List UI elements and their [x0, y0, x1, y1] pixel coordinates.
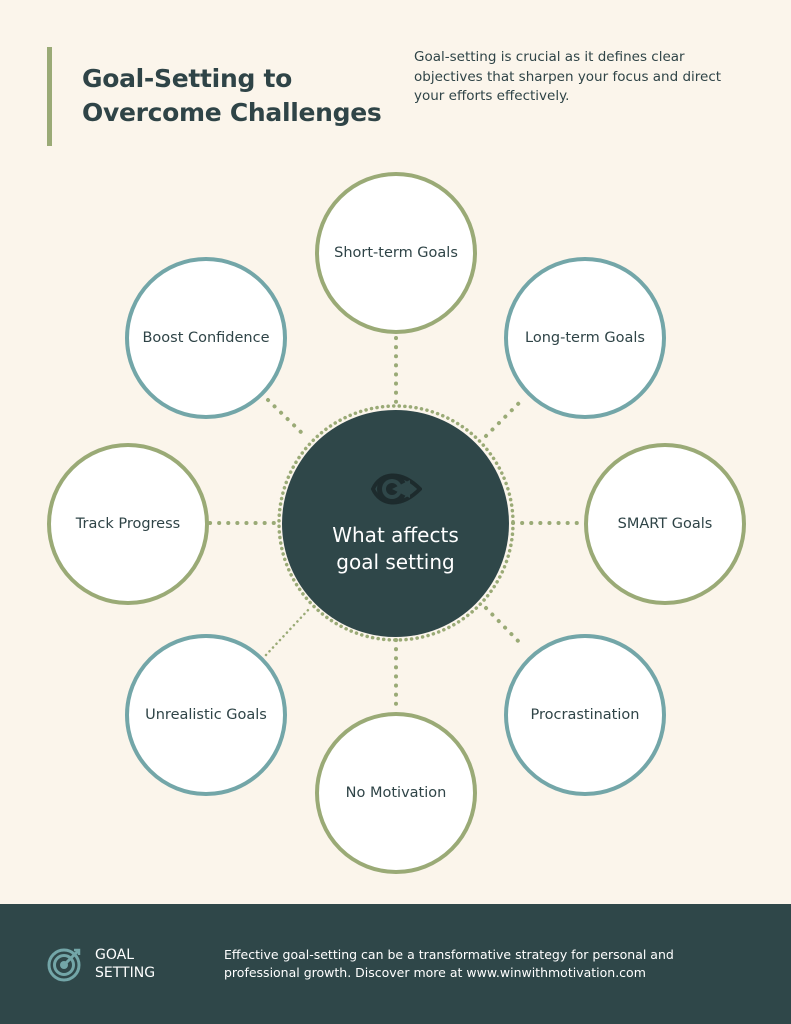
brand-line-2: SETTING	[95, 965, 156, 981]
node-smart-goals: SMART Goals	[584, 443, 746, 605]
connector-lines	[208, 336, 584, 712]
page-title: Goal-Setting to Overcome Challenges	[82, 62, 412, 130]
node-procrastination: Procrastination	[504, 634, 666, 796]
node-label: SMART Goals	[617, 516, 713, 532]
title-line-1: Goal-Setting to	[82, 64, 292, 93]
connector-top-right	[484, 398, 524, 438]
connector-bottom-left	[264, 606, 312, 657]
node-label: Long-term Goals	[525, 330, 645, 346]
node-label: No Motivation	[345, 785, 447, 801]
brand-line-1: GOAL	[95, 947, 134, 963]
footer	[0, 904, 791, 1024]
node-unrealistic-goals: Unrealistic Goals	[125, 634, 287, 796]
node-no-motivation: No Motivation	[315, 712, 477, 874]
connector-bottom-right	[484, 606, 524, 647]
node-boost-confidence: Boost Confidence	[125, 257, 287, 419]
eye-target-icon	[370, 473, 422, 504]
brand-name: GOAL SETTING	[95, 946, 185, 982]
hub-dotted-ring	[277, 404, 515, 642]
connector-top-left	[266, 398, 307, 438]
accent-bar	[47, 47, 52, 146]
node-label: Procrastination	[530, 707, 640, 723]
intro-text: Goal-setting is crucial as it defines cl…	[414, 49, 722, 104]
node-label: Unrealistic Goals	[145, 707, 267, 723]
target-icon	[47, 948, 81, 982]
footer-text: Effective goal-setting can be a transfor…	[224, 947, 674, 980]
node-label: Boost Confidence	[142, 330, 270, 346]
goal-diagram: What affects goal setting Short-term Goa…	[47, 172, 746, 874]
node-label: Short-term Goals	[334, 245, 458, 261]
node-long-term-goals: Long-term Goals	[504, 257, 666, 419]
node-short-term-goals: Short-term Goals	[315, 172, 477, 334]
node-track-progress: Track Progress	[47, 443, 209, 605]
title-line-2: Overcome Challenges	[82, 98, 382, 127]
node-label: Track Progress	[75, 516, 181, 532]
hub-label: What affects goal setting	[332, 522, 459, 574]
hub-circle: What affects goal setting	[282, 410, 509, 637]
